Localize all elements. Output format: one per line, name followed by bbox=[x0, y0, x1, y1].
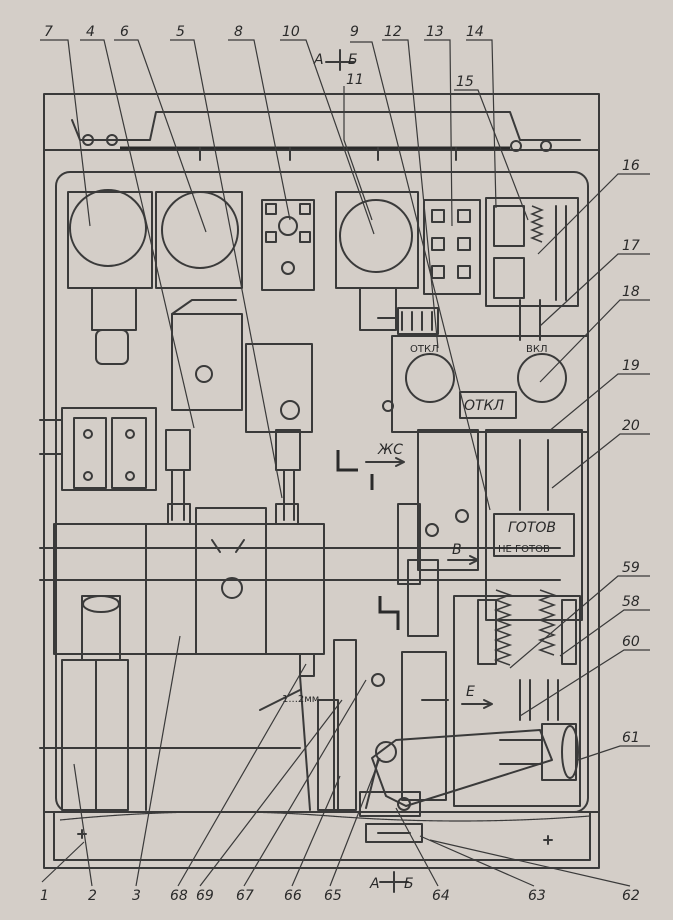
section-mark-bottom: А Б bbox=[369, 871, 414, 893]
callout-62: 62 bbox=[622, 888, 640, 904]
leaders-top bbox=[40, 39, 529, 511]
callout-12: 12 bbox=[384, 24, 402, 40]
terminal-block-8 bbox=[261, 199, 315, 291]
base-left bbox=[39, 653, 301, 811]
label-gap-dim: 1...2мм bbox=[282, 694, 319, 705]
cam-assembly: 1...2мм bbox=[259, 639, 385, 811]
callout-7: 7 bbox=[44, 24, 53, 40]
section-bottom-b: Б bbox=[404, 876, 414, 892]
callout-68: 68 bbox=[170, 888, 188, 904]
indicator-panel: ОТКЛ ВКЛ ОТКЛ bbox=[377, 307, 589, 433]
callout-13: 13 bbox=[426, 24, 444, 40]
callout-6: 6 bbox=[120, 24, 129, 40]
armature-block-4 bbox=[171, 299, 243, 411]
callout-19: 19 bbox=[622, 358, 640, 374]
roller-61 bbox=[499, 723, 579, 781]
callout-18: 18 bbox=[622, 284, 640, 300]
callout-67: 67 bbox=[236, 888, 254, 904]
label-otkl-round: ОТКЛ bbox=[410, 344, 439, 355]
callout-numbers-top: 7 4 6 5 8 10 9 12 13 14 15 11 bbox=[44, 24, 484, 90]
label-zhs: ЖС bbox=[377, 442, 403, 458]
callout-11: 11 bbox=[346, 72, 364, 88]
callout-4: 4 bbox=[86, 24, 95, 40]
latch-mechanism: ГОТОВ НЕ ГОТОВ bbox=[397, 429, 583, 637]
armature-block-5 bbox=[245, 343, 313, 433]
callout-numbers-bottom: 1 2 3 68 69 67 66 65 64 63 62 bbox=[40, 888, 640, 904]
relay-15-16 bbox=[485, 197, 579, 341]
housing-frame bbox=[43, 93, 600, 869]
callout-5: 5 bbox=[176, 24, 185, 40]
callout-61: 61 bbox=[622, 730, 640, 746]
marker-step bbox=[378, 596, 400, 630]
callout-58: 58 bbox=[622, 594, 640, 610]
bracket-left bbox=[39, 407, 157, 491]
callout-16: 16 bbox=[622, 158, 640, 174]
callout-64: 64 bbox=[432, 888, 450, 904]
leaders-right bbox=[509, 173, 650, 761]
section-top-a: А bbox=[313, 52, 324, 68]
label-otkl-box: ОТКЛ bbox=[464, 398, 505, 414]
callout-59: 59 bbox=[622, 560, 640, 576]
callout-8: 8 bbox=[234, 24, 243, 40]
callout-9: 9 bbox=[350, 24, 359, 40]
callout-10: 10 bbox=[282, 24, 300, 40]
leaders-bottom bbox=[41, 635, 631, 887]
callout-3: 3 bbox=[132, 888, 141, 904]
label-arrow-v: В bbox=[452, 542, 462, 558]
callout-1: 1 bbox=[40, 888, 49, 904]
spring-assembly bbox=[453, 589, 581, 807]
callout-14: 14 bbox=[466, 24, 484, 40]
foot-plate bbox=[59, 811, 591, 845]
callout-2: 2 bbox=[88, 888, 97, 904]
callout-65: 65 bbox=[324, 888, 342, 904]
section-mark-top: А Б bbox=[313, 49, 358, 71]
coil-second bbox=[155, 191, 243, 289]
callout-69: 69 bbox=[196, 888, 214, 904]
section-bottom-a: А bbox=[369, 876, 380, 892]
coil-third bbox=[335, 191, 419, 331]
label-gotov: ГОТОВ bbox=[508, 520, 556, 536]
callout-17: 17 bbox=[622, 238, 640, 254]
section-top-b: Б bbox=[348, 52, 358, 68]
trip-lever: Е bbox=[359, 651, 553, 817]
marker-zhs: ЖС bbox=[336, 442, 405, 490]
callout-63: 63 bbox=[528, 888, 546, 904]
callout-66: 66 bbox=[284, 888, 302, 904]
callout-60: 60 bbox=[622, 634, 640, 650]
main-shaft bbox=[39, 507, 561, 661]
callout-numbers-right: 16 17 18 19 20 59 58 60 61 bbox=[622, 158, 640, 746]
callout-15: 15 bbox=[456, 74, 474, 90]
coil-left bbox=[67, 189, 153, 365]
callout-20: 20 bbox=[622, 418, 640, 434]
label-vkl-round: ВКЛ bbox=[526, 344, 547, 355]
label-arrow-e: Е bbox=[466, 684, 475, 700]
label-ne-gotov: НЕ ГОТОВ bbox=[498, 544, 550, 555]
